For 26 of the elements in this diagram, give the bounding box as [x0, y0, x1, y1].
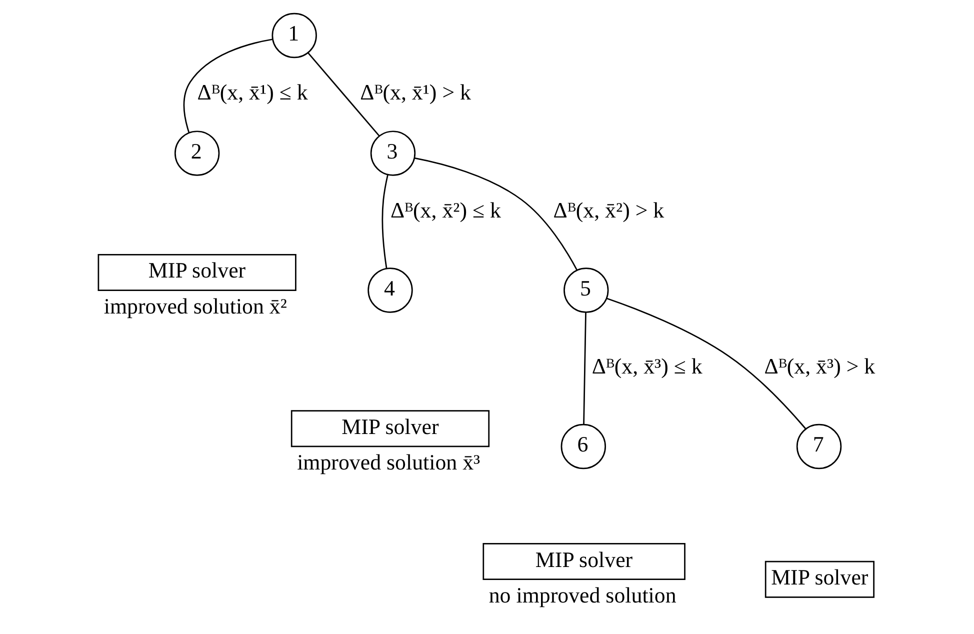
node-box: MIP solver [97, 254, 296, 291]
connector [414, 157, 578, 271]
node-box: MIP solver [290, 410, 490, 448]
node-label: improved solution x̄³ [296, 449, 480, 474]
connector [606, 298, 806, 430]
node-circle: 7 [796, 424, 842, 470]
connector [307, 52, 380, 136]
node-circle: 6 [560, 424, 606, 470]
edge-label: Δᴮ(x, x̄³) ≤ k [591, 354, 702, 379]
edge-label: Δᴮ(x, x̄²) > k [552, 197, 664, 222]
node-circle: 3 [370, 130, 416, 176]
node-circle: 2 [174, 130, 220, 176]
node-circle: 4 [367, 268, 412, 313]
node-circle: 1 [271, 12, 316, 58]
connector [182, 38, 272, 133]
edge-label: Δᴮ(x, x̄³) > k [764, 354, 875, 379]
node-box: MIP solver [482, 543, 685, 580]
node-label: no improved solution [488, 582, 676, 608]
connector [582, 312, 586, 424]
edge-label: Δᴮ(x, x̄¹) ≤ k [196, 80, 308, 105]
node-circle: 5 [563, 268, 608, 313]
edge-label: Δᴮ(x, x̄²) ≤ k [390, 197, 500, 222]
node-box: MIP solver [764, 560, 874, 598]
connector [381, 174, 388, 268]
edge-label: Δᴮ(x, x̄¹) > k [360, 80, 471, 105]
node-label: improved solution x̄² [103, 293, 286, 318]
